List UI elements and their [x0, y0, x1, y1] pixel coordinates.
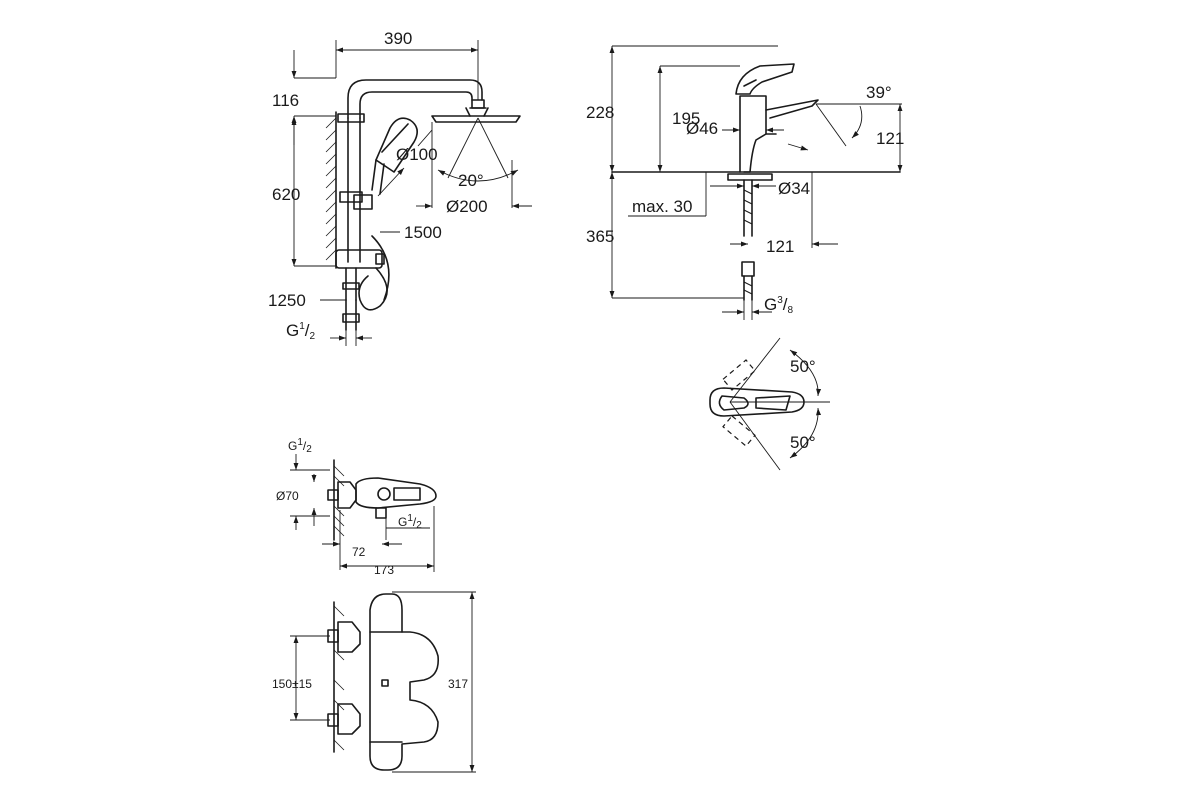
wall-hatching	[333, 605, 345, 751]
dim-centers: 150±15	[272, 677, 312, 691]
conn-g: G	[764, 295, 777, 314]
dim-top-height: 116	[272, 91, 299, 110]
dim-angle: 20°	[458, 171, 484, 190]
dim-head-shower-diameter: Ø200	[446, 197, 488, 216]
dim-spout-angle: 39°	[866, 83, 892, 102]
basin-mixer-drawing: 228 195 Ø46 39° 121 Ø34 max. 30 365 12	[586, 45, 904, 320]
flex-hose-end	[741, 261, 755, 277]
dim-outlet-distance: 72	[352, 545, 366, 559]
thermostat-side-drawing: G1/2 Ø70 G1/2 72 173	[276, 437, 437, 577]
mixer-lever	[735, 63, 795, 95]
dim-reach-below: 121	[766, 237, 794, 256]
shower-arm	[347, 79, 483, 119]
dim-total-height: 1250	[268, 291, 306, 310]
dim-width: 390	[384, 29, 412, 48]
outlet-g: G	[398, 515, 407, 529]
shower-mixer	[335, 249, 383, 269]
thermostat-body-front	[369, 593, 440, 771]
shower-hose	[358, 267, 388, 311]
conn-g: G	[286, 321, 299, 340]
angle-lower: 50°	[790, 433, 816, 452]
dim-hand-shower-diameter: Ø100	[396, 145, 438, 164]
inlet-g: G	[288, 439, 297, 453]
hand-shower	[375, 117, 418, 173]
dim-spout-height: 195	[672, 109, 700, 128]
top-view-drawing: 50° 50°	[709, 337, 830, 471]
dim-below-counter: 365	[586, 227, 614, 246]
mixer-spout	[765, 99, 819, 119]
hand-shower-holder	[353, 194, 373, 210]
dim-rail-height: 620	[272, 185, 300, 204]
mixer-body	[739, 95, 777, 173]
upper-bracket	[337, 113, 365, 123]
dim-depth: 173	[374, 563, 394, 577]
dim-total-height: 228	[586, 103, 614, 122]
dim-hole-diameter: Ø34	[778, 179, 810, 198]
angle-upper: 50°	[790, 357, 816, 376]
dim-height: 317	[448, 677, 468, 691]
thermostat-body-side	[355, 477, 437, 509]
mounting-nut	[727, 173, 773, 181]
dim-body-diameter: Ø70	[276, 489, 299, 503]
dim-max-thickness: max. 30	[632, 197, 692, 216]
dim-body-diameter: Ø46	[686, 119, 718, 138]
svg-text:G1/2: G1/2	[286, 321, 316, 342]
dim-hose-length: 1500	[404, 223, 442, 242]
dim-spout-reach: 121	[876, 129, 904, 148]
wall-hatching	[333, 465, 345, 537]
head-shower	[431, 115, 521, 123]
thermostat-connector	[337, 481, 357, 509]
thermostat-front-drawing: 150±15 317	[272, 591, 476, 773]
shower-system-drawing: 390 116 620 1500 1250 G1/2 Ø100 20°	[268, 29, 532, 346]
wall-hatching	[325, 117, 337, 261]
svg-text:G1/2: G1/2	[398, 513, 422, 531]
svg-text:G1/2: G1/2	[288, 437, 312, 455]
svg-text:G3/8: G3/8	[764, 295, 794, 316]
thermostat-outlet	[375, 507, 387, 519]
